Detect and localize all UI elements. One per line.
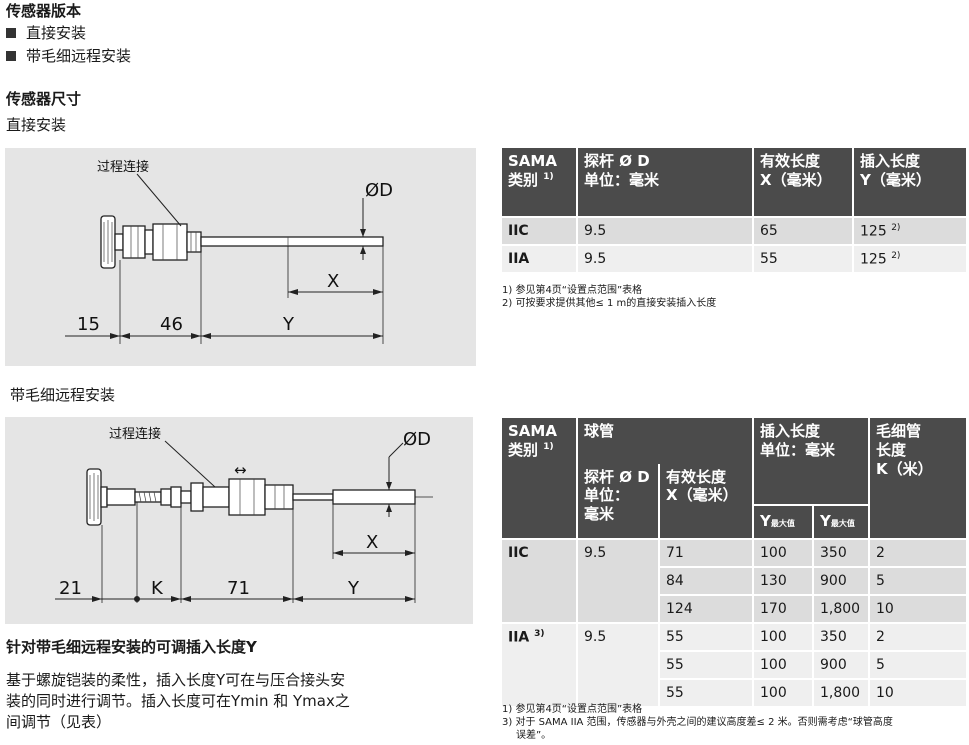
table-row: 55 100 900 5 — [502, 651, 968, 680]
remote-dim-y: Y — [347, 578, 360, 599]
table-row: IIA 9.5 55 125 2) — [502, 246, 968, 274]
remote-mount-label: 带毛细远程安装 — [10, 386, 116, 404]
t2-header-ymax: Y最大值 — [814, 505, 870, 540]
direct-dim-15: 15 — [77, 314, 100, 335]
direct-dim-x: X — [327, 271, 339, 292]
table-row: IIC 9.5 71 100 350 2 — [502, 539, 968, 624]
t2-header-ymin: Y最大值 — [754, 505, 814, 540]
table-row: IIA 3) 9.5 55 100 350 2 — [502, 623, 968, 708]
bullet-square-icon — [6, 27, 16, 38]
table-row: IIC 9.5 65 125 2) — [502, 218, 968, 246]
remote-dim-21: 21 — [59, 578, 82, 599]
remote-dim-x: X — [366, 532, 378, 553]
table-row: 55 100 1,800 10 — [502, 679, 968, 708]
t2-header-insertion: 插入长度单位：毫米 — [754, 418, 870, 464]
version-item-remote: 带毛细远程安装 — [6, 45, 131, 66]
remote-mount-svg: 过程连接 ↔ ØD X 21 K 71 Y — [55, 426, 433, 603]
table-row: 124 170 1,800 10 — [502, 595, 968, 624]
direct-diameter-label: ØD — [365, 180, 393, 201]
t2-notes: 1) 参见第4页“设置点范围”表格 3) 对于 SAMA IIA 范围，传感器与… — [502, 704, 893, 741]
remote-diameter-label: ØD — [403, 429, 431, 450]
direct-mount-svg: 过程连接 ØD X 15 46 Y — [65, 159, 393, 344]
table-row: 84 130 900 5 — [502, 567, 968, 596]
t2-header-bulb: 球管 — [578, 418, 754, 464]
remote-adjust-arrow: ↔ — [234, 461, 247, 479]
remote-process-connection-label: 过程连接 — [109, 426, 161, 442]
remote-dim-k: K — [151, 578, 164, 599]
direct-mount-label: 直接安装 — [6, 116, 67, 134]
t1-notes: 1) 参见第4页“设置点范围”表格 2) 可按要求提供其他≤ 1 m的直接安装插… — [502, 285, 717, 309]
remote-dim-71: 71 — [227, 578, 250, 599]
direct-mount-drawing: 过程连接 ØD X 15 46 Y — [5, 148, 476, 366]
direct-process-connection-label: 过程连接 — [97, 159, 149, 175]
direct-dim-y: Y — [282, 314, 295, 335]
bullet-square-icon — [6, 50, 16, 61]
adjustable-title: 针对带毛细远程安装的可调插入长度Y — [6, 638, 257, 656]
dimensions-title: 传感器尺寸 — [6, 90, 82, 108]
adjustable-body: 基于螺旋铠装的柔性，插入长度Y可在与压合接头安 装的同时进行调节。插入长度可在Y… — [6, 671, 350, 731]
version-item-direct: 直接安装 — [6, 22, 86, 43]
remote-mount-drawing: 过程连接 ↔ ØD X 21 K 71 Y — [5, 417, 473, 624]
direct-dim-46: 46 — [160, 314, 183, 335]
versions-title: 传感器版本 — [6, 2, 82, 20]
